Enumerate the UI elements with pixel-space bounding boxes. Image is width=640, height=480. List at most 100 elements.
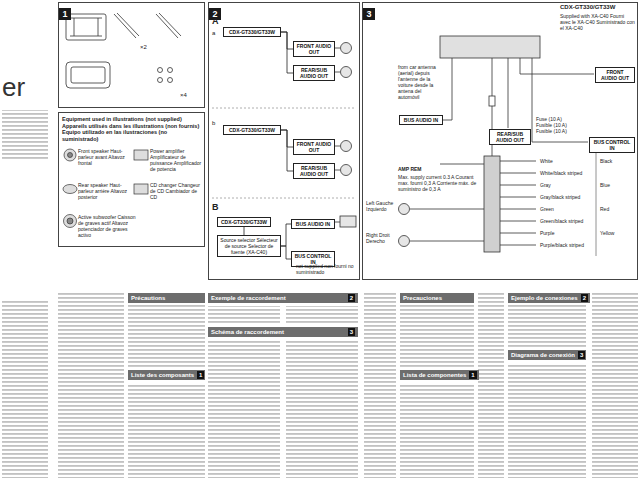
- node-text: CDX-GT330/GT33W: [226, 29, 278, 35]
- mounting-sleeve: [66, 14, 106, 40]
- front-speaker-icon: [64, 149, 76, 161]
- wire-color-label: Gray/black striped: [540, 194, 596, 200]
- callout-label: Left Gauche Izquierdo: [366, 200, 396, 212]
- step-number: 2: [581, 294, 588, 302]
- node-text: Exemple de raccordement: [211, 294, 286, 302]
- rear-speaker-icon: [63, 185, 77, 194]
- callout-label: A: [212, 16, 222, 27]
- text-lines: [208, 306, 280, 325]
- speaker-icon: [341, 67, 352, 78]
- callout-label: a: [212, 30, 218, 37]
- callout-label: ×2: [140, 44, 154, 51]
- speaker-icon: [399, 204, 410, 215]
- text-lines: [208, 340, 280, 478]
- callout-label: Fuse (10 A) Fusible (10 A) Fusible (10 A…: [536, 116, 576, 134]
- amplifier-icon: [134, 150, 148, 160]
- harness-wire: [532, 58, 588, 142]
- node-text: Lista de componentes: [403, 371, 466, 379]
- release-key: [114, 13, 139, 38]
- panel-2-illustration: [212, 43, 356, 228]
- speaker-icon: [341, 43, 352, 54]
- legend-text: Power amplifier Amplificateur de puissan…: [150, 148, 202, 172]
- text-lines: [128, 383, 205, 478]
- node-text: Liste des composants: [131, 371, 194, 379]
- text-lines: [508, 363, 586, 478]
- text-lines: [508, 305, 586, 347]
- fuse: [489, 96, 495, 106]
- speaker-icon: [341, 141, 352, 152]
- text-lines: [592, 292, 638, 478]
- wire-color-label: Green: [540, 206, 596, 212]
- node-text: Schéma de raccordement: [211, 328, 284, 336]
- node-text: Precauciones: [403, 294, 442, 302]
- connector-box: FRONT AUDIO OUT: [595, 67, 635, 83]
- callout-label: CDX-GT330/GT33W: [560, 4, 636, 11]
- step-number: 1: [469, 371, 476, 379]
- node-text: BUS AUDIO IN: [294, 221, 332, 227]
- text-columns: [2, 110, 638, 478]
- connector-box: BUS CONTROL IN: [589, 137, 635, 153]
- connector-box: CDX-GT330/GT33W: [217, 217, 271, 227]
- wire-connector: [281, 130, 293, 171]
- callout-label: AMP REM: [398, 166, 438, 172]
- section-heading: Precauciones: [400, 293, 474, 303]
- unit-rear: [440, 36, 540, 58]
- connector-box: BUS AUDIO IN: [291, 219, 335, 229]
- color-wire: [500, 161, 536, 245]
- step-number: 3: [363, 8, 375, 20]
- frame-inner: [71, 67, 105, 83]
- mounting-sleeve-detail: [70, 18, 102, 36]
- harness-wire: [442, 58, 452, 120]
- connector-box: CDX-GT330/GT33W: [223, 27, 281, 37]
- section-heading: Liste des composants1: [128, 370, 205, 380]
- wire-color-label: Black: [600, 158, 636, 164]
- callout-label: Right Droit Derecho: [366, 232, 396, 244]
- section-heading: Diagrama de conexión3: [508, 350, 586, 360]
- text-lines: [286, 306, 358, 325]
- wire-color-label: Green/black striped: [540, 218, 596, 224]
- callout-label: from car antenna (aerial) depuis l'anten…: [398, 64, 444, 100]
- text-lines: [364, 292, 396, 478]
- wire-color-label: Blue: [600, 182, 636, 188]
- node-text: CDX-GT330/GT33W: [226, 127, 278, 133]
- node-text: Précautions: [131, 294, 165, 302]
- section-heading: Exemple de raccordement 2: [208, 293, 358, 303]
- node-text: Diagrama de conexión: [511, 351, 575, 359]
- speaker-wire: [410, 209, 484, 241]
- node-text: FRONT AUDIO OUT: [296, 43, 332, 55]
- section-heading: Schéma de raccordement 3: [208, 327, 358, 337]
- harness-wire: [520, 58, 594, 74]
- section-heading: Lista de componentes1: [400, 370, 479, 380]
- step-number: 2: [348, 294, 355, 302]
- figure-panel: 3FRONT AUDIO OUT REAR/SUB AUDIO OUT BUS AU…: [362, 2, 638, 280]
- callout-label: Max. supply current 0.3 A Courant max. f…: [398, 174, 478, 192]
- step-number: 1: [197, 371, 204, 379]
- wire-color-label: Red: [600, 206, 636, 212]
- node-text: BUS CONTROL IN: [592, 139, 632, 151]
- wire-color-label: Purple/black striped: [540, 242, 596, 248]
- connector-box: REAR/SUB AUDIO OUT: [293, 163, 335, 179]
- node-text: BUS AUDIO IN: [402, 117, 440, 123]
- callout-label: ×4: [180, 92, 194, 99]
- speaker-icon: [341, 165, 352, 176]
- section-heading: Ejemplo de conexiones2: [508, 293, 590, 303]
- text-lines: [2, 300, 48, 478]
- amp-rem-wire: [440, 164, 484, 165]
- wire-connector: [281, 246, 291, 259]
- selector-box: Source selector Sélecteur de source Sele…: [217, 235, 281, 257]
- node-text: REAR/SUB AUDIO OUT: [492, 131, 528, 143]
- node-text: REAR/SUB AUDIO OUT: [296, 67, 332, 79]
- step-number: 3: [348, 328, 355, 336]
- connector-box: BUS AUDIO IN: [399, 115, 443, 125]
- node-text: CDX-GT330/GT33W: [220, 219, 268, 225]
- node-text: Equipment used in illustrations (not sup…: [62, 116, 201, 142]
- text-lines: [400, 383, 474, 478]
- parts-illustration: [66, 13, 181, 88]
- screw: [158, 78, 163, 83]
- legend-text: Front speaker Haut-parleur avant Altavoz…: [78, 148, 132, 166]
- connector-box: FRONT AUDIO OUT: [293, 139, 335, 155]
- figure-panel: 2CDX-GT330/GT33WFRONT AUDIO OUTREAR/SUB …: [208, 2, 360, 280]
- subwoofer-icon: [67, 218, 73, 224]
- connector-box: REAR/SUB AUDIO OUT: [489, 129, 531, 145]
- release-key: [156, 13, 181, 38]
